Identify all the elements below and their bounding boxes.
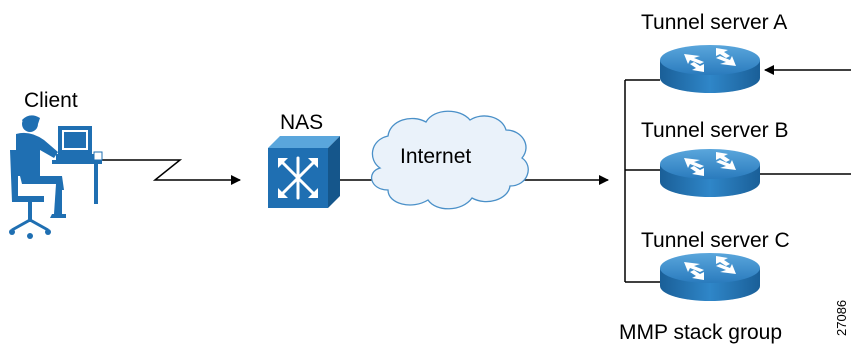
tunnel-server-a-label: Tunnel server A xyxy=(641,11,788,34)
cloud-icon xyxy=(370,110,529,210)
tunnel-server-b-router-icon xyxy=(660,149,760,197)
network-access-server-icon xyxy=(268,136,340,208)
figure-id: 27086 xyxy=(834,299,849,336)
mmp-stack-group-label: MMP stack group xyxy=(619,321,783,344)
tunnel-server-c-label: Tunnel server C xyxy=(641,229,790,252)
tunnel-server-a-router-icon xyxy=(660,45,760,93)
tunnel-server-c-router-icon xyxy=(660,253,760,301)
tunnel-server-b-label: Tunnel server B xyxy=(641,119,789,142)
internet-label: Internet xyxy=(400,145,472,168)
server-bus xyxy=(624,79,660,283)
nas-label: NAS xyxy=(280,111,324,134)
user-at-workstation-icon xyxy=(9,115,103,239)
client-to-nas-link xyxy=(100,159,241,185)
client-label: Client xyxy=(24,89,78,112)
